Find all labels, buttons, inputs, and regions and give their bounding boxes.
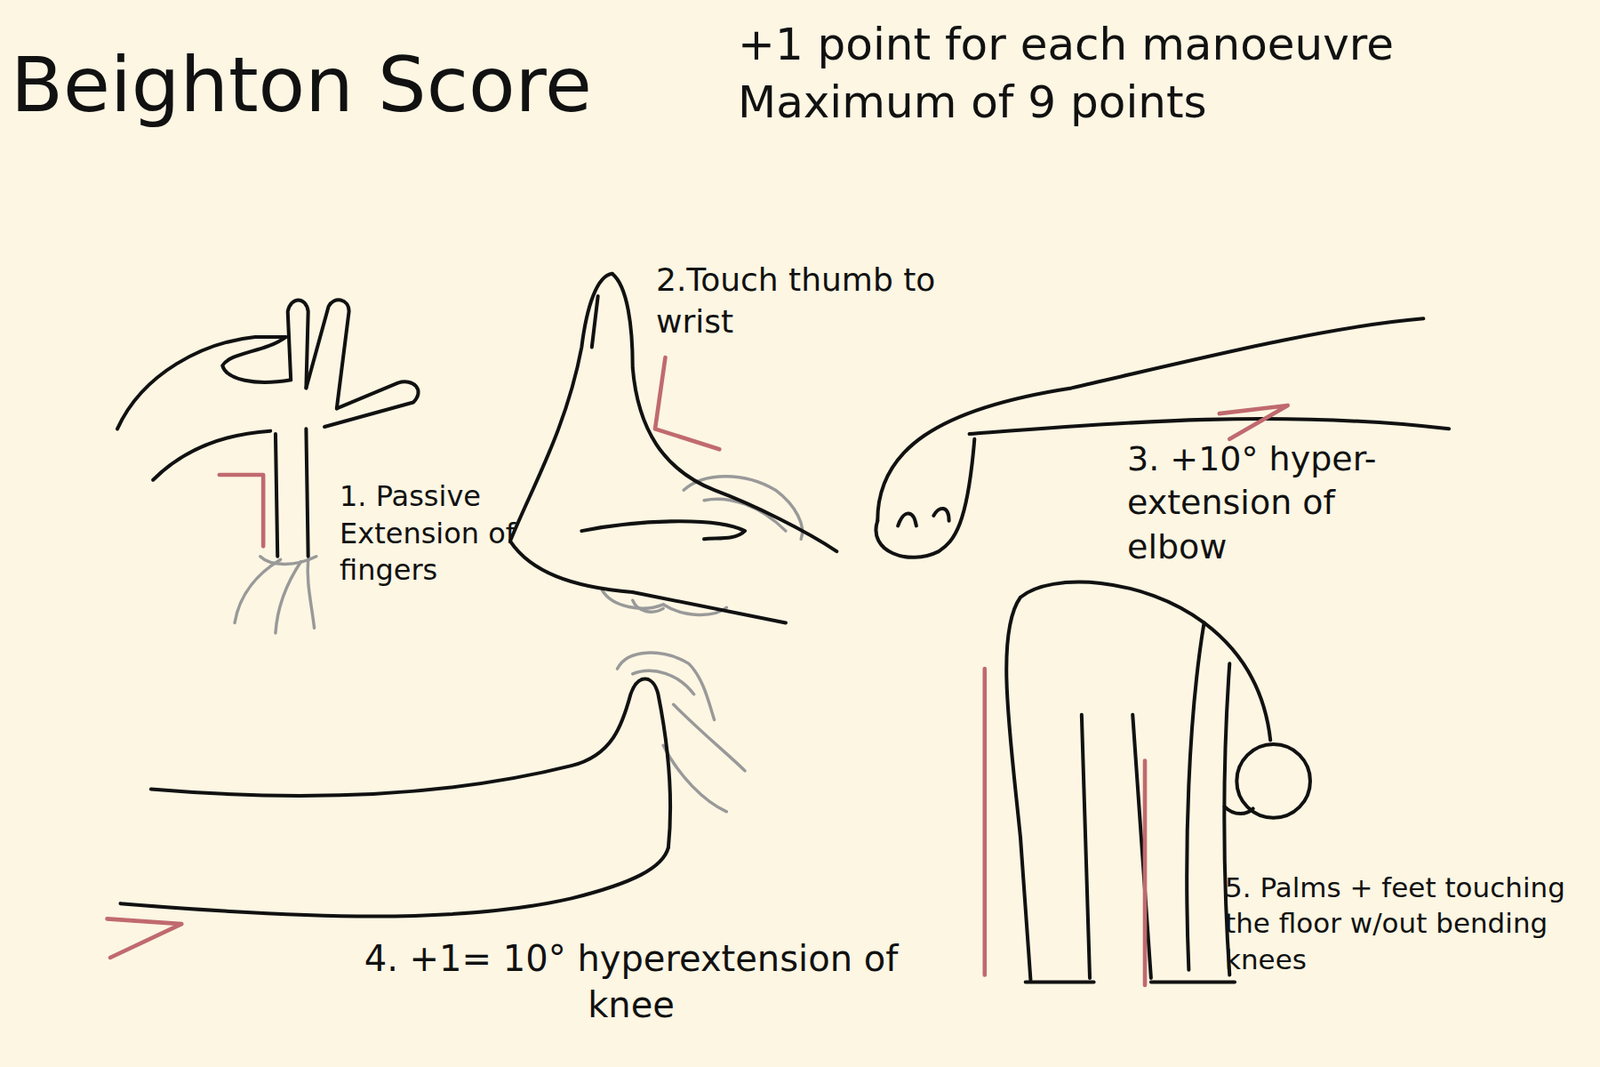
- examiner-finger: [234, 559, 281, 623]
- finger: [288, 299, 309, 388]
- angle-mark: [655, 357, 720, 449]
- hand-outline: [152, 431, 271, 480]
- thumb: [222, 336, 291, 383]
- ear: [1224, 806, 1254, 814]
- manoeuvre-label: 3. +10° hyper-extension of elbow: [1127, 437, 1421, 569]
- knuckles: [897, 508, 949, 526]
- angle-mark: [219, 474, 264, 546]
- examiner-finger: [673, 704, 745, 771]
- fist: [875, 439, 975, 558]
- examiner-finger: [617, 652, 715, 720]
- angle-mark: [107, 918, 183, 958]
- leg: [120, 847, 668, 916]
- examiner-hands: [234, 476, 803, 812]
- manoeuvre-label: 1. Passive Extension of fingers: [339, 478, 534, 590]
- vertical-mark: [984, 668, 1145, 985]
- head: [1236, 744, 1311, 818]
- examiner-finger: [601, 590, 727, 616]
- finger: [324, 381, 418, 427]
- arm: [1186, 622, 1204, 969]
- manoeuvre-label: 2.Touch thumb to wrist: [656, 259, 941, 344]
- leg: [151, 679, 671, 848]
- palm-line: [581, 520, 745, 539]
- examiner-finger: [632, 670, 695, 694]
- finger: [305, 299, 349, 408]
- arm: [969, 418, 1450, 434]
- examiner-finger: [632, 600, 664, 612]
- examiner-finger: [307, 559, 314, 628]
- examiner-finger: [275, 561, 302, 633]
- examiner-finger: [663, 744, 727, 812]
- legs: [1081, 714, 1152, 978]
- angle-marks: [107, 357, 1288, 985]
- manoeuvre-label: 5. Palms + feet touching the floor w/out…: [1224, 869, 1581, 977]
- angle-mark: [1219, 405, 1288, 440]
- title: Beighton Score: [10, 35, 687, 136]
- extended-finger: [275, 428, 309, 556]
- hand-outline: [510, 273, 786, 624]
- manoeuvre-label: 4. +1= 10° hyperextension of knee: [355, 935, 907, 1028]
- scoring-note: +1 point for each manoeuvre Maximum of 9…: [737, 16, 1583, 132]
- feet: [1025, 980, 1235, 984]
- thumb-line: [592, 296, 599, 347]
